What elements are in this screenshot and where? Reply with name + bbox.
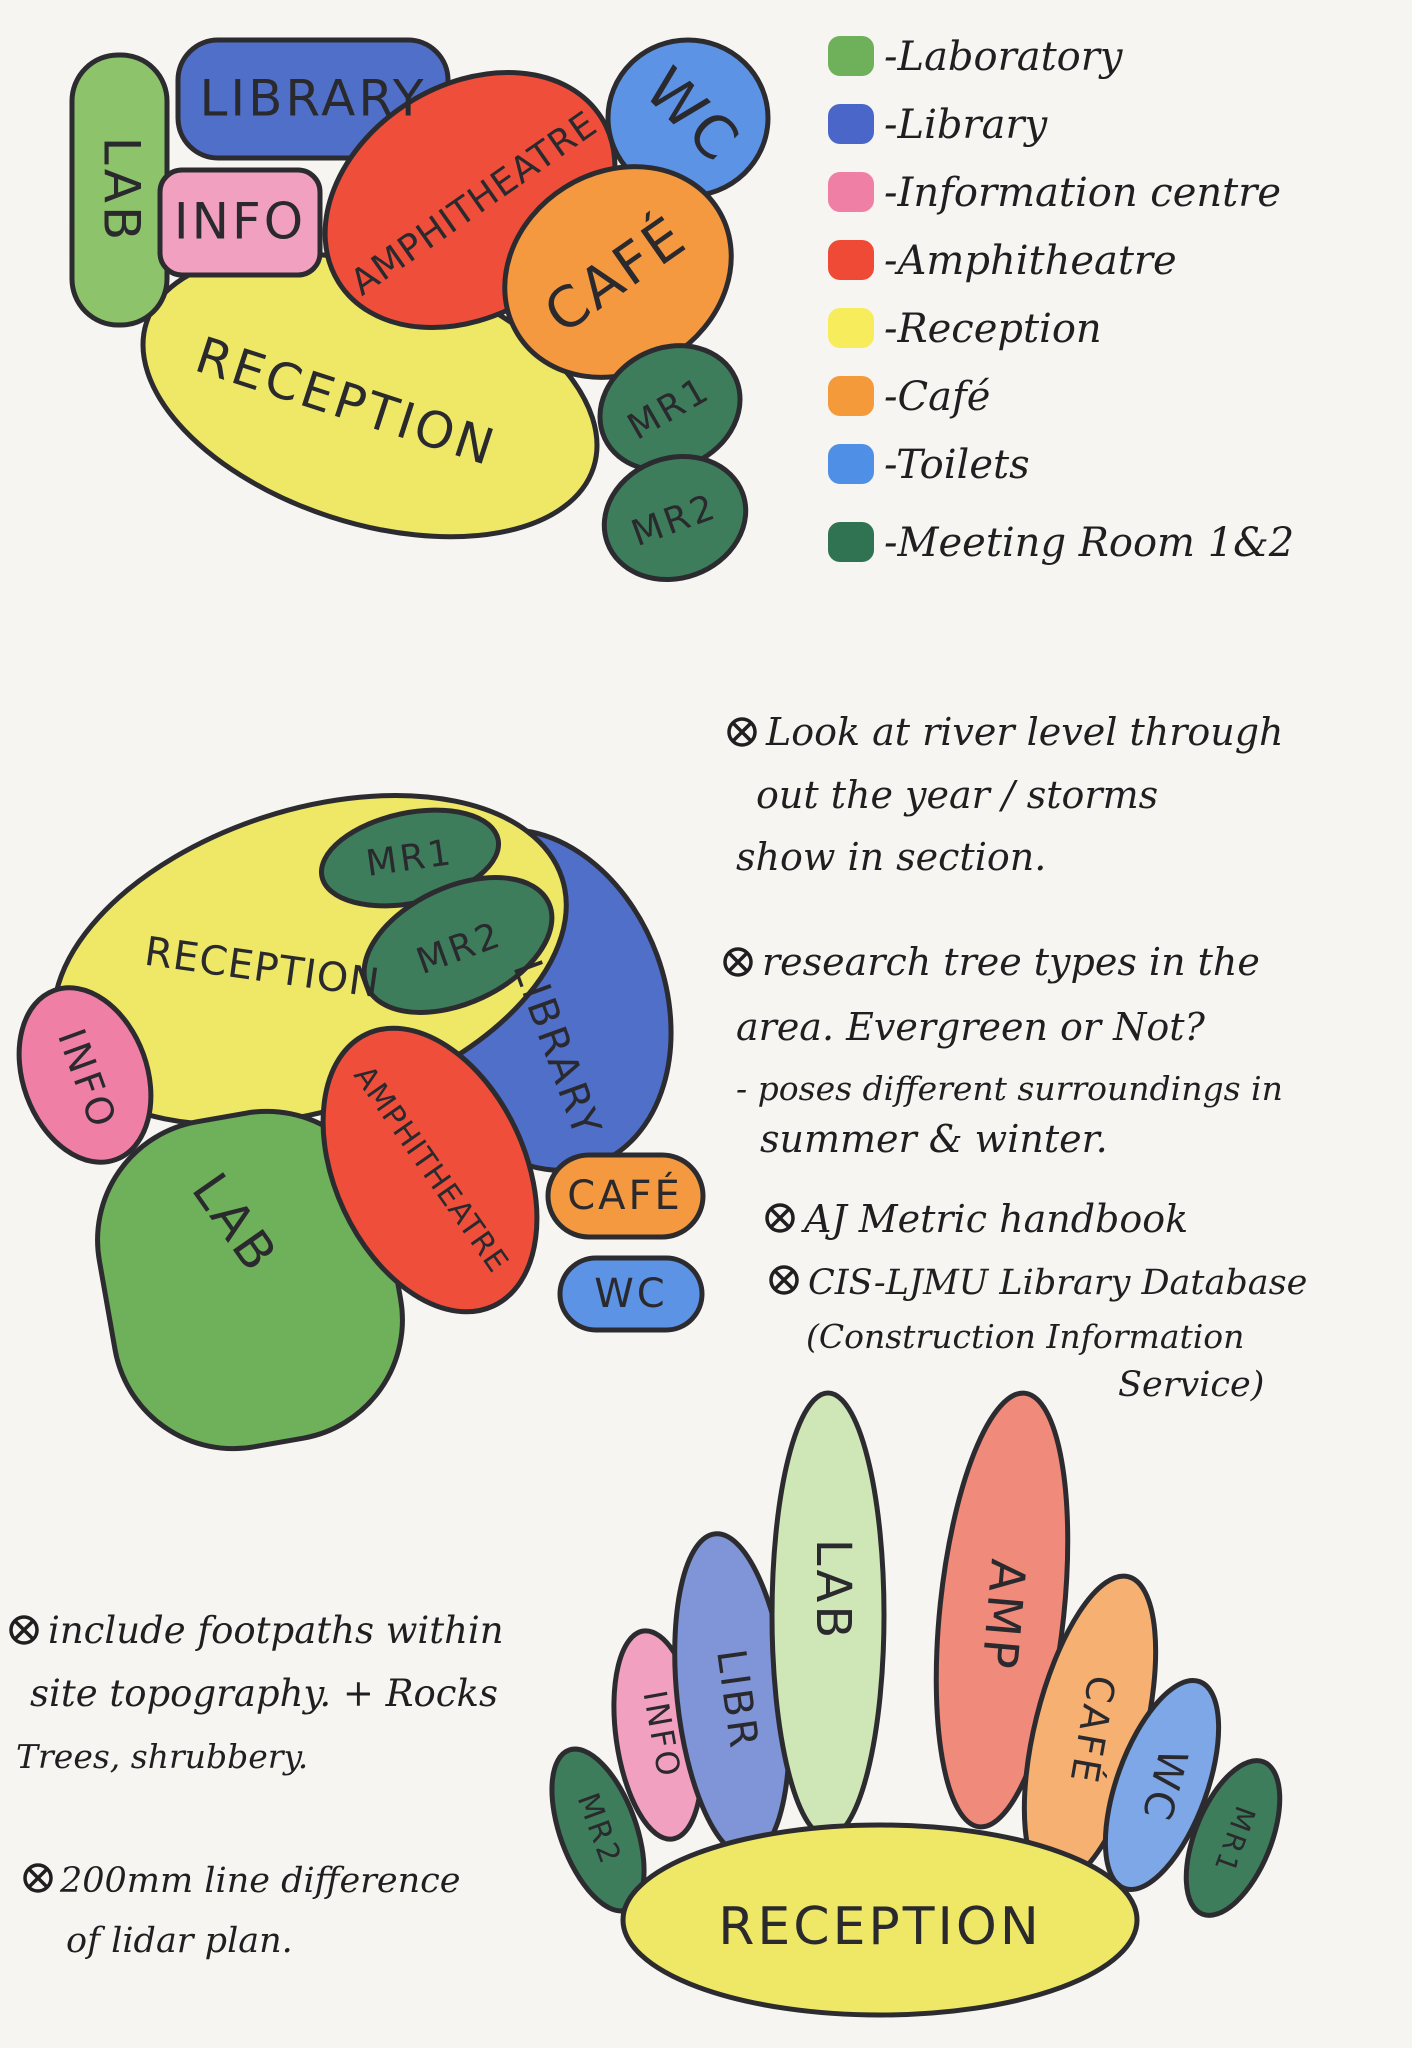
- legend-item-meeting-rooms: -Meeting Room 1&2: [828, 520, 1294, 566]
- bubble-diagram-3: MR2 INFO LIBR LAB AMP CAFÉ WC MR1 RECEPT…: [549, 1390, 1283, 2018]
- checkbox-bullet-icon: [723, 947, 753, 977]
- legend-label: -Amphitheatre: [884, 238, 1177, 284]
- note-text-line: site topography. + Rocks: [30, 1672, 498, 1715]
- legend-label: -Laboratory: [884, 34, 1124, 80]
- d3-reception-label: RECEPTION: [718, 1897, 1041, 1957]
- legend-item-laboratory: -Laboratory: [828, 34, 1124, 80]
- note-text-line: show in section.: [736, 835, 1046, 879]
- note-cis-database: CIS-LJMU Library Database (Construction …: [769, 1263, 1307, 1405]
- legend-item-library: -Library: [828, 102, 1049, 148]
- note-text-line: include footpaths within: [48, 1609, 504, 1652]
- note-river-level: Look at river level through out the year…: [727, 710, 1284, 879]
- legend-item-amphitheatre: -Amphitheatre: [828, 238, 1177, 284]
- d3-mr1-bubble: [1183, 1758, 1283, 1918]
- note-text-line: Trees, shrubbery.: [16, 1737, 308, 1776]
- notes-block-right: Look at river level through out the year…: [723, 710, 1307, 1405]
- note-text-line: 200mm line difference: [59, 1861, 460, 1901]
- bubble-diagram-1: LAB LIBRARY INFO AMPHITHEATRE WC CAFÉ RE…: [69, 37, 771, 583]
- d3-reception-bubble: [620, 1822, 1140, 2018]
- legend-swatch: [828, 308, 874, 348]
- note-text-line: CIS-LJMU Library Database: [808, 1263, 1307, 1303]
- legend-label: -Reception: [884, 306, 1102, 352]
- note-lidar: 200mm line difference of lidar plan.: [23, 1861, 460, 1961]
- d3-amp-label: AMP: [970, 1557, 1036, 1674]
- bubble-diagram-2: MR1 MR2 RECEPTION LIBRARY INFO AMPHITHEA…: [16, 793, 706, 1452]
- d1-mr2-bubble: [601, 453, 749, 583]
- d3-lab-label: LAB: [805, 1539, 861, 1642]
- legend-label: -Library: [884, 102, 1049, 148]
- legend-label: -Meeting Room 1&2: [884, 520, 1294, 566]
- d2-amp-bubble: [320, 1025, 540, 1315]
- note-text-line: (Construction Information: [806, 1317, 1244, 1356]
- d2-cafe-label: CAFÉ: [567, 1171, 683, 1219]
- d2-mr2-bubble: [361, 875, 555, 1015]
- d2-wc-label: WC: [594, 1271, 667, 1317]
- legend-label: -Toilets: [884, 442, 1030, 488]
- note-tree-types: research tree types in the area. Evergre…: [723, 940, 1283, 1161]
- legend-item-toilets: -Toilets: [828, 442, 1030, 488]
- note-aj-metric: AJ Metric handbook: [765, 1197, 1188, 1241]
- note-text-line: Service): [1118, 1365, 1264, 1405]
- checkbox-bullet-icon: [765, 1203, 795, 1233]
- note-text-line: AJ Metric handbook: [801, 1197, 1188, 1241]
- legend-item-cafe: -Café: [828, 374, 990, 420]
- legend-label: -Information centre: [884, 170, 1281, 216]
- checkbox-bullet-icon: [727, 717, 757, 747]
- legend-swatch: [828, 522, 874, 562]
- note-footpaths: include footpaths within site topography…: [9, 1609, 504, 1776]
- d1-info-bubble: [157, 167, 323, 278]
- note-text-line: area. Evergreen or Not?: [736, 1005, 1206, 1049]
- legend-item-information-centre: -Information centre: [828, 170, 1281, 216]
- note-text-line: research tree types in the: [762, 940, 1260, 984]
- notes-block-left: include footpaths within site topography…: [9, 1609, 504, 1961]
- legend-swatch: [828, 444, 874, 484]
- note-text-line: out the year / storms: [756, 773, 1158, 817]
- note-text-line: - poses different surroundings in: [736, 1069, 1283, 1108]
- color-legend: -Laboratory -Library -Information centre…: [828, 34, 1294, 566]
- checkbox-bullet-icon: [9, 1615, 39, 1645]
- legend-swatch: [828, 104, 874, 144]
- legend-swatch: [828, 376, 874, 416]
- note-text-line: Look at river level through: [765, 710, 1284, 754]
- checkbox-bullet-icon: [23, 1863, 53, 1893]
- d1-info-label: INFO: [174, 193, 306, 251]
- note-text-line: of lidar plan.: [66, 1921, 293, 1961]
- legend-swatch: [828, 240, 874, 280]
- checkbox-bullet-icon: [769, 1265, 799, 1295]
- legend-swatch: [828, 36, 874, 76]
- d1-lab-label: LAB: [93, 137, 151, 244]
- d2-info-bubble: [16, 985, 154, 1165]
- note-text-line: summer & winter.: [760, 1117, 1108, 1161]
- d2-cafe-bubble: [545, 1152, 706, 1240]
- legend-swatch: [828, 172, 874, 212]
- d2-wc-bubble: [557, 1255, 705, 1333]
- legend-item-reception: -Reception: [828, 306, 1102, 352]
- d1-library-label: LIBRARY: [200, 70, 427, 128]
- legend-label: -Café: [884, 374, 990, 420]
